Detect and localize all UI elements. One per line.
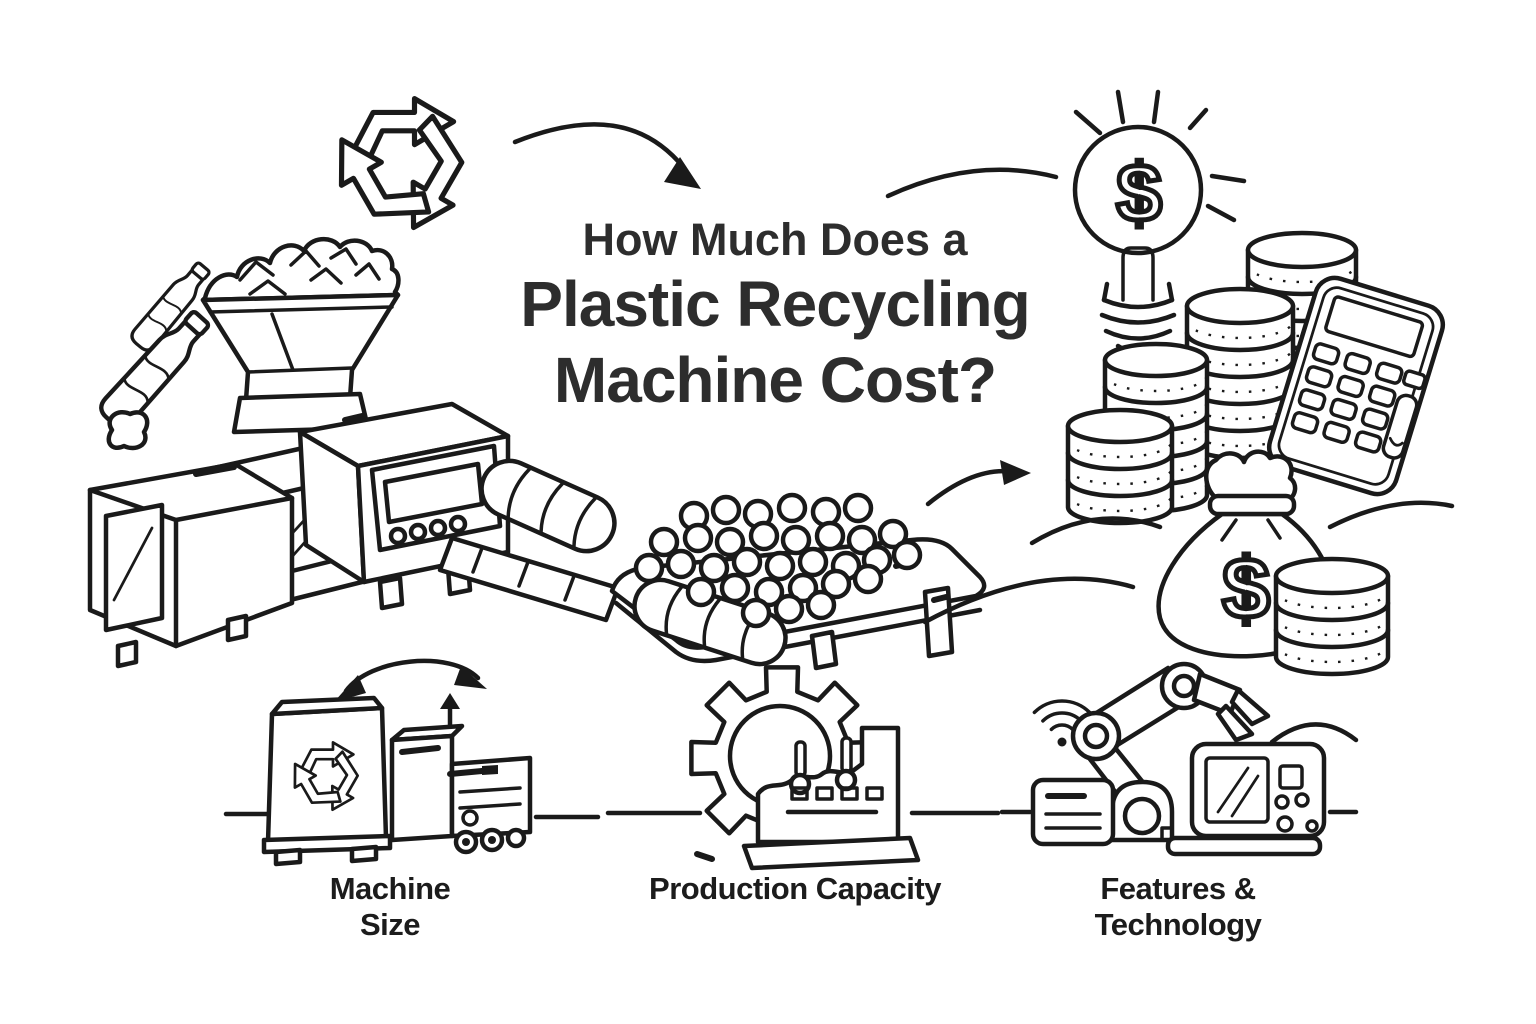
swoosh-line <box>922 576 1136 625</box>
lightbulb-dollar-icon: $ <box>1072 89 1247 356</box>
swoosh-line <box>1327 500 1455 530</box>
calculator-keys <box>1290 342 1427 460</box>
title-line-3: Machine Cost? <box>553 343 997 416</box>
gear-factory-icon <box>605 665 1001 871</box>
arrow-to-money-icon <box>925 460 1031 507</box>
calculator-icon <box>1266 275 1446 497</box>
bag-dollar-sign: $ <box>1222 541 1270 637</box>
gripper-finger <box>1215 703 1255 743</box>
belt-incline <box>437 535 621 623</box>
console-button <box>408 522 428 542</box>
console-button <box>448 514 468 534</box>
plastic-scrap-blob <box>106 410 150 451</box>
console-button <box>428 518 448 538</box>
robot-arm-icon <box>1070 661 1271 843</box>
recycling-arrows-icon <box>322 99 486 243</box>
cost-factor-label-machine-size: Machine Size <box>329 871 451 942</box>
swoosh-line <box>885 167 1059 199</box>
features-technology-icons <box>999 661 1359 857</box>
title-line-1: How Much Does a <box>582 214 968 265</box>
cost-factor-label-production-capacity: Production Capacity <box>649 871 941 906</box>
wifi-icon <box>1032 699 1092 747</box>
arrow-to-title-icon <box>512 122 701 189</box>
gripper-finger <box>1229 687 1271 727</box>
control-panel-icon <box>1160 741 1327 857</box>
auger-icon <box>479 458 617 554</box>
plastic-bottle-icon <box>96 257 214 451</box>
plastic-flakes <box>200 237 401 303</box>
shredder-machine-icon <box>87 237 511 669</box>
panel-screen <box>1204 756 1270 824</box>
console-button <box>388 526 408 546</box>
size-comparison-icon <box>223 658 601 867</box>
spec-card <box>1030 777 1116 847</box>
calculator-display <box>1324 295 1425 359</box>
title-line-2: Plastic Recycling <box>520 267 1030 340</box>
hopper <box>200 292 401 403</box>
belt-roller <box>632 577 788 667</box>
console-screen <box>382 461 485 525</box>
infographic-title: How Much Does a Plastic Recycling Machin… <box>515 214 1035 419</box>
small-machine <box>389 723 533 855</box>
factory <box>694 725 921 871</box>
conveyor-pellets-icon <box>609 492 987 671</box>
coin-stack-icon <box>1273 556 1391 677</box>
swoosh-line <box>1029 516 1163 546</box>
machine-cabinet <box>87 461 295 649</box>
bulb-dollar-sign: $ <box>1116 148 1162 239</box>
plastic-pellets <box>633 492 923 629</box>
large-machine-cabinet <box>261 695 393 867</box>
swoosh-line <box>1269 722 1359 745</box>
cost-factor-label-features-technology: Features & Technology <box>1094 871 1262 942</box>
